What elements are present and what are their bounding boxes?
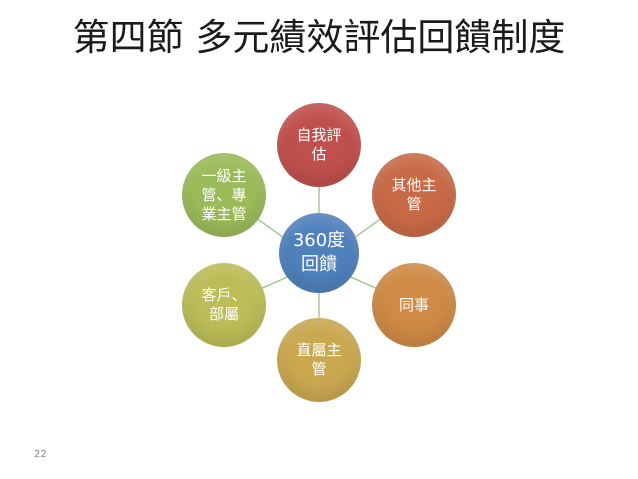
node-label: 客戶、 部屬 [201, 286, 247, 323]
node-label: 其他主 管 [391, 176, 437, 213]
node-label: 同事 [398, 295, 429, 314]
slide-title: 第四節 多元績效評估回饋制度 [72, 16, 566, 59]
node-label: 自我評 估 [296, 126, 342, 163]
node-customers-subordinates: 客戶、 部屬 [182, 263, 266, 347]
node-label: 直屬主 管 [296, 341, 342, 378]
node-center-360-feedback: 360度 回饋 [279, 213, 359, 293]
page-number: 22 [34, 449, 47, 460]
node-peers: 同事 [372, 263, 456, 347]
node-other-supervisors: 其他主 管 [372, 153, 456, 237]
node-label: 一級主 管、專 業主管 [201, 166, 247, 223]
node-self-appraisal: 自我評 估 [277, 103, 361, 187]
node-senior-managers: 一級主 管、專 業主管 [182, 153, 266, 237]
node-direct-supervisor: 直屬主 管 [277, 318, 361, 402]
center-node-label: 360度 回饋 [292, 230, 346, 275]
